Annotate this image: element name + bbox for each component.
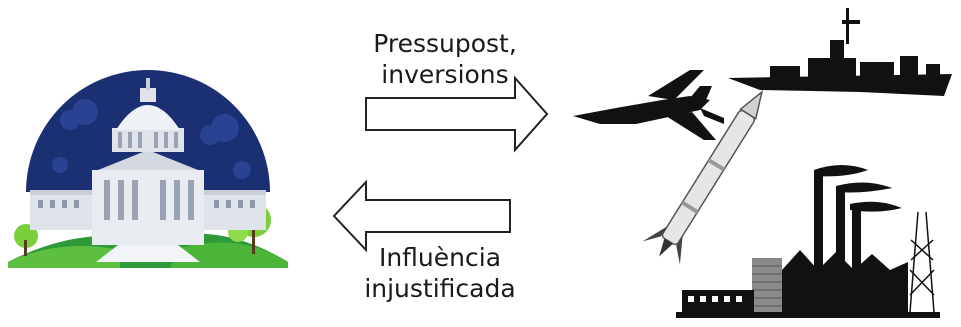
unjustified-influence-label-line2: injustificada (364, 274, 516, 303)
arrow-right (365, 75, 549, 153)
missile-icon (642, 89, 764, 265)
unjustified-influence-label: Influència injustificada (330, 242, 550, 304)
capitol-building-icon (8, 70, 288, 268)
budget-investment-label: Pressupost, inversions (335, 28, 555, 90)
arrow-left (332, 179, 511, 253)
budget-investment-label-line2: inversions (381, 60, 509, 89)
factory-icon (676, 165, 940, 318)
warship-icon (728, 8, 952, 96)
budget-investment-label-line1: Pressupost, (373, 29, 517, 58)
unjustified-influence-label-line1: Influència (378, 243, 502, 272)
fighter-jet-icon (573, 70, 724, 140)
